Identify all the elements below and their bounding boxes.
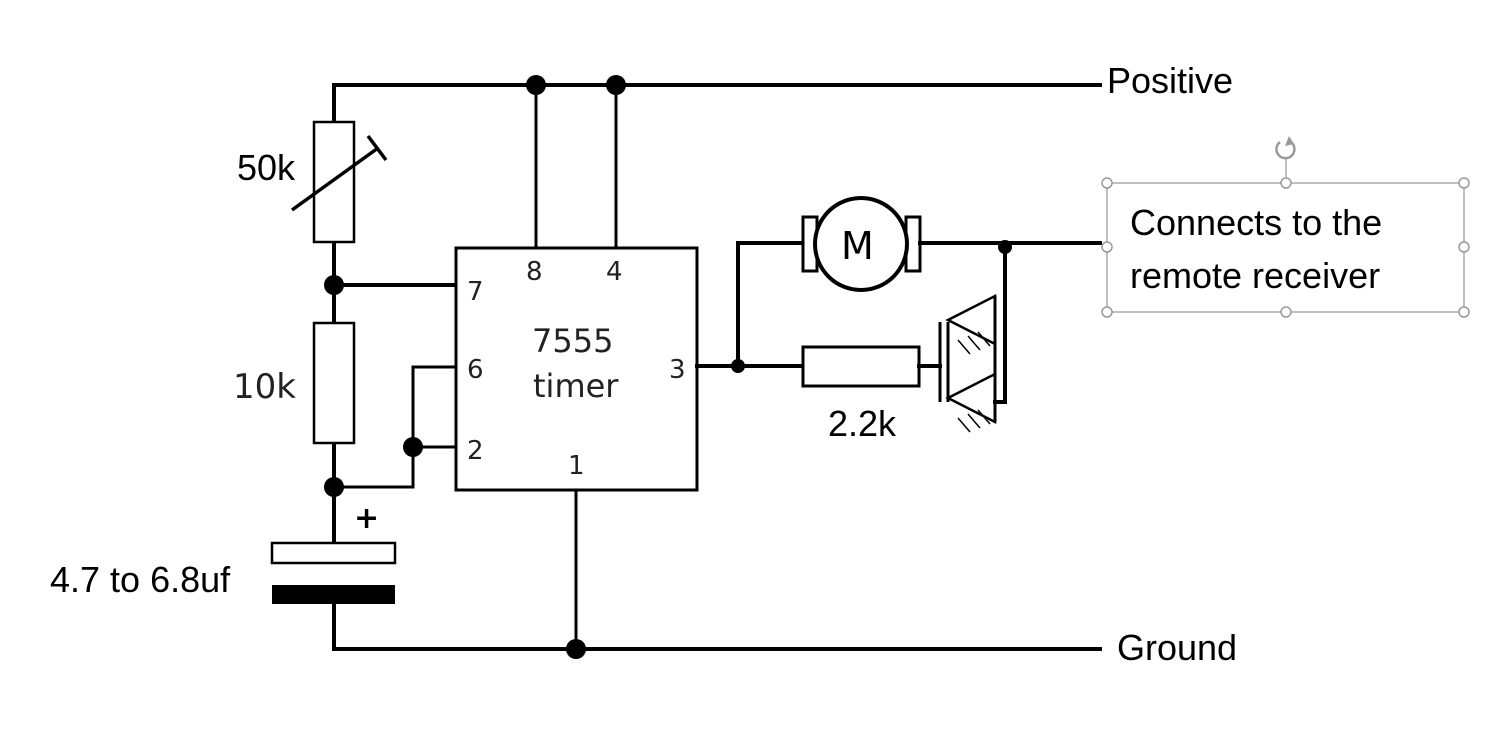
positive-label: Positive xyxy=(1107,60,1233,101)
ic-7555-body xyxy=(454,246,699,492)
potentiometer-50k xyxy=(312,120,356,244)
receiver-note-line2[interactable]: remote receiver xyxy=(1130,255,1380,296)
ic-name-line1: 7555 xyxy=(532,322,613,360)
receiver-note-line1[interactable]: Connects to the xyxy=(1130,202,1382,243)
pin6-label: 6 xyxy=(467,355,484,385)
resistor-10k-label: 10k xyxy=(233,367,296,407)
motor-label: M xyxy=(841,224,874,268)
node-pin2 xyxy=(403,437,423,457)
pin1-label: 1 xyxy=(568,451,585,481)
rotate-handle-icon[interactable] xyxy=(1275,136,1296,160)
ic-name-line2: timer xyxy=(533,367,619,405)
pin8-label: 8 xyxy=(526,257,543,287)
capacitor-polarity-label: + xyxy=(354,501,379,536)
resistor-2k2-label: 2.2k xyxy=(828,403,897,444)
pin7-label: 7 xyxy=(467,277,484,307)
motor-branch-wire xyxy=(736,241,805,368)
led-return-wire xyxy=(993,241,1007,404)
pin2-label: 2 xyxy=(467,436,484,466)
capacitor-positive-plate xyxy=(270,541,397,565)
capacitor-value-label: 4.7 to 6.8uf xyxy=(50,559,231,600)
pin6-wire xyxy=(334,365,456,489)
resistor-2k2 xyxy=(801,345,921,388)
pot-value-label: 50k xyxy=(237,147,296,188)
node-pin8 xyxy=(526,75,546,95)
node-pin7 xyxy=(324,275,344,295)
node-pin1 xyxy=(566,639,586,659)
led-pair xyxy=(938,293,997,433)
node-pin4 xyxy=(606,75,626,95)
node-cap-top xyxy=(324,477,344,497)
ground-label: Ground xyxy=(1117,627,1237,668)
motor-symbol xyxy=(813,196,909,292)
pin3-label: 3 xyxy=(669,355,686,385)
pin4-label: 4 xyxy=(606,257,623,287)
potentiometer-wiper-arrow xyxy=(290,134,388,212)
textbox-selection-frame[interactable] xyxy=(1101,158,1470,318)
node-output xyxy=(731,359,745,373)
resistor-10k xyxy=(312,321,356,445)
capacitor-negative-plate xyxy=(272,585,395,604)
node-receiver xyxy=(998,240,1012,254)
